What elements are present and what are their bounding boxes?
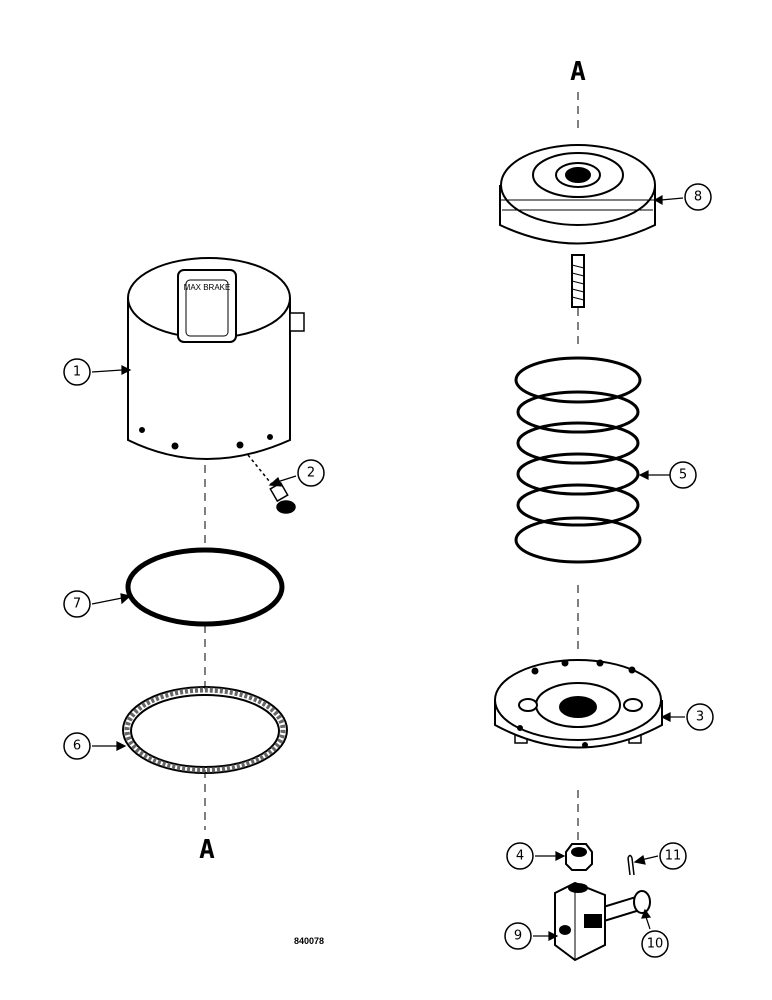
svg-text:9: 9 xyxy=(514,929,522,944)
svg-text:11: 11 xyxy=(665,849,682,864)
callout-11: 11 xyxy=(659,842,687,870)
callout-5: 5 xyxy=(669,461,697,489)
svg-text:6: 6 xyxy=(73,739,81,754)
callout-3: 3 xyxy=(686,703,714,731)
center-lines xyxy=(204,92,579,840)
svg-text:8: 8 xyxy=(694,190,702,205)
part-1-cover xyxy=(127,257,305,460)
part-9-clevis xyxy=(554,881,606,962)
part-5-spring xyxy=(514,356,642,564)
callout-4: 4 xyxy=(506,842,534,870)
svg-text:7: 7 xyxy=(73,597,81,612)
part-11-pin xyxy=(627,854,635,876)
figure-number: 840078 xyxy=(294,936,324,946)
part-4-nut xyxy=(565,843,593,871)
callout-9: 9 xyxy=(504,922,532,950)
svg-text:4: 4 xyxy=(516,849,524,864)
reference-mark-bottom: A xyxy=(199,835,215,865)
callout-7: 7 xyxy=(63,590,91,618)
svg-text:10: 10 xyxy=(647,937,664,952)
callout-2: 2 xyxy=(297,459,325,487)
part-8-piston xyxy=(499,144,656,308)
callout-leaders xyxy=(91,194,685,941)
svg-text:2: 2 xyxy=(307,466,315,481)
svg-text:1: 1 xyxy=(73,365,81,380)
part-3-base xyxy=(494,659,663,749)
svg-text:5: 5 xyxy=(679,468,687,483)
svg-text:3: 3 xyxy=(696,710,704,725)
cover-window-label: MAX BRAKE xyxy=(184,283,231,292)
callout-6: 6 xyxy=(63,732,91,760)
part-7-ring xyxy=(125,547,285,627)
callout-10: 10 xyxy=(641,930,669,958)
callout-8: 8 xyxy=(684,183,712,211)
reference-mark-top: A xyxy=(570,57,586,87)
part-6-seal xyxy=(122,686,288,774)
callout-1: 1 xyxy=(63,358,91,386)
